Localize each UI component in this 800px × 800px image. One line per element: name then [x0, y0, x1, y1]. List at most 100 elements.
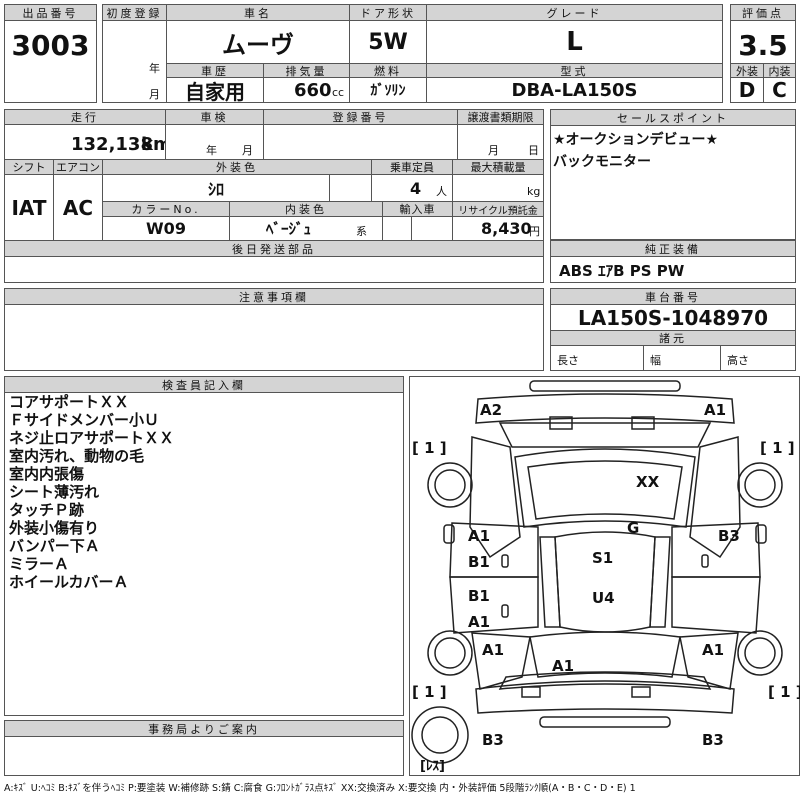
- car-name-label: 車名: [166, 4, 350, 21]
- displacement-box: 660 cc: [263, 77, 350, 103]
- model-box: DBA-LA150S: [426, 77, 723, 103]
- door-box: 5W: [349, 20, 427, 64]
- lot-no-label: 出品番号: [4, 4, 97, 21]
- mileage-box: 132,138 km: [4, 124, 166, 160]
- later-parts-box: [4, 256, 544, 283]
- exterior-grade: D: [738, 78, 756, 102]
- mileage-unit: km: [141, 133, 165, 155]
- mark-roof: S1: [592, 549, 614, 567]
- score-box: 3.5: [730, 20, 796, 64]
- exterior-box: D: [730, 77, 764, 103]
- spare-tire-mark: [ﾚｽ]: [420, 759, 445, 774]
- transfer-label: 譲渡書類期限: [457, 109, 544, 125]
- tire-mark-fr: [ 1 ]: [760, 439, 795, 457]
- inspector-line: ホイールカバーＡ: [9, 573, 129, 591]
- history-label: 車歴: [166, 63, 264, 78]
- ext-color-label: 外装色: [102, 159, 372, 175]
- car-name-box: ムーヴ: [166, 20, 350, 64]
- mark-trunk: A1: [552, 657, 575, 675]
- import-label: 輸入車: [382, 201, 453, 217]
- import-box-b: [411, 216, 453, 241]
- mileage-label: 走行: [4, 109, 166, 125]
- sales-point-box: ★オークションデビュー★ バックモニター: [550, 125, 796, 240]
- tire-mark-rr: [ 1 ]: [768, 683, 800, 701]
- int-color-unit: 系: [356, 225, 367, 238]
- inspector-line: 室内内張傷: [9, 465, 85, 483]
- max-load-unit: kg: [527, 184, 541, 198]
- recycle-label: リサイクル預託金: [452, 201, 544, 217]
- notes-box: [4, 304, 544, 371]
- color-no-label: カラーNo.: [102, 201, 230, 217]
- fuel-box: ｶﾞｿﾘﾝ: [349, 77, 427, 103]
- inspector-line: ネジ止ロアサポートＸＸ: [9, 429, 175, 447]
- interior-label: 内装: [763, 63, 796, 78]
- office-box: [4, 736, 404, 776]
- inspector-line: タッチＰ跡: [9, 501, 85, 519]
- mark-rear-right: B3: [702, 731, 724, 749]
- ac-label: エアコン: [53, 159, 103, 175]
- capacity-box: 4 人: [371, 174, 453, 202]
- mark-roof-rear: U4: [592, 589, 615, 607]
- ext-color-extra-box: [329, 174, 372, 202]
- shift-label: シフト: [4, 159, 54, 175]
- plate-label: 登録番号: [263, 109, 458, 125]
- inspection-month-unit: 月: [242, 144, 253, 157]
- max-load-box: kg: [452, 174, 544, 202]
- length-label: 長さ: [557, 354, 579, 367]
- car-name: ムーヴ: [222, 30, 294, 59]
- inspector-line: Ｆサイドメンバー小Ｕ: [9, 411, 160, 429]
- office-label: 事務局よりご案内: [4, 720, 404, 737]
- inspection-box: 年 月: [165, 124, 264, 160]
- history: 自家用: [185, 79, 245, 103]
- shift-box: IAT: [4, 174, 54, 241]
- fuel: ｶﾞｿﾘﾝ: [370, 83, 406, 99]
- shift: IAT: [11, 195, 47, 220]
- inspector-line: シート薄汚れ: [9, 483, 100, 501]
- width-label: 幅: [650, 354, 661, 367]
- sales-point-line: バックモニター: [553, 154, 651, 170]
- chassis-box: LA150S-1048970: [550, 304, 796, 331]
- first-reg-year-unit: 年: [149, 62, 160, 75]
- max-load-label: 最大積載量: [452, 159, 544, 175]
- model: DBA-LA150S: [511, 79, 638, 101]
- notes-label: 注意事項欄: [4, 288, 544, 305]
- color-no-box: W09: [102, 216, 230, 241]
- grade-box: L: [426, 20, 723, 64]
- history-box: 自家用: [166, 77, 264, 103]
- transfer-month-unit: 月: [488, 144, 499, 157]
- dims-label: 諸元: [550, 330, 796, 346]
- ac-box: AC: [53, 174, 103, 241]
- inspector-line: バンパー下Ａ: [9, 537, 100, 555]
- mark-rear-left: B3: [482, 731, 504, 749]
- first-reg-box: 年 月: [102, 20, 167, 103]
- mark-front-right: A1: [704, 401, 727, 419]
- int-color-box: ﾍﾞｰｼﾞｭ 系: [229, 216, 383, 241]
- mark-hood: XX: [636, 473, 660, 491]
- equipment-value: ABS ｴｱB PS PW: [559, 261, 685, 280]
- capacity-unit: 人: [436, 185, 447, 198]
- inspector-line: コアサポートＸＸ: [9, 393, 130, 411]
- mark-rear-quarter-left: A1: [482, 641, 505, 659]
- inspector-line: ミラーＡ: [9, 555, 70, 573]
- int-color: ﾍﾞｰｼﾞｭ: [266, 220, 312, 238]
- capacity-label: 乗車定員: [371, 159, 453, 175]
- height-box: 高さ: [720, 345, 796, 371]
- inspector-line: 外装小傷有り: [9, 519, 100, 537]
- recycle: 8,430: [481, 219, 532, 238]
- displacement-label: 排気量: [263, 63, 350, 78]
- length-box: 長さ: [550, 345, 644, 371]
- equipment-label: 純正装備: [550, 240, 796, 257]
- ac: AC: [62, 195, 94, 220]
- first-reg-month-unit: 月: [149, 88, 160, 101]
- inspection-year-unit: 年: [206, 144, 217, 157]
- inspector-label: 検査員記入欄: [5, 377, 403, 393]
- legend: A:ｷｽﾞ U:ﾍｺﾐ B:ｷｽﾞを伴うﾍｺﾐ P:要塗装 W:補修跡 S:錆 …: [4, 783, 636, 794]
- sales-point-label: セールスポイント: [550, 109, 796, 126]
- recycle-box: 8,430 円: [452, 216, 544, 241]
- car-diagram: A2 A1 XX G A1 B1 B3 S1 B1 A1 U4 A1 A1 A1…: [409, 376, 800, 776]
- chassis-label: 車台番号: [550, 288, 796, 305]
- mark-rl-door-a: B1: [468, 587, 490, 605]
- mark-rear-quarter-right: A1: [702, 641, 725, 659]
- exterior-label: 外装: [730, 63, 764, 78]
- tire-mark-rl: [ 1 ]: [412, 683, 447, 701]
